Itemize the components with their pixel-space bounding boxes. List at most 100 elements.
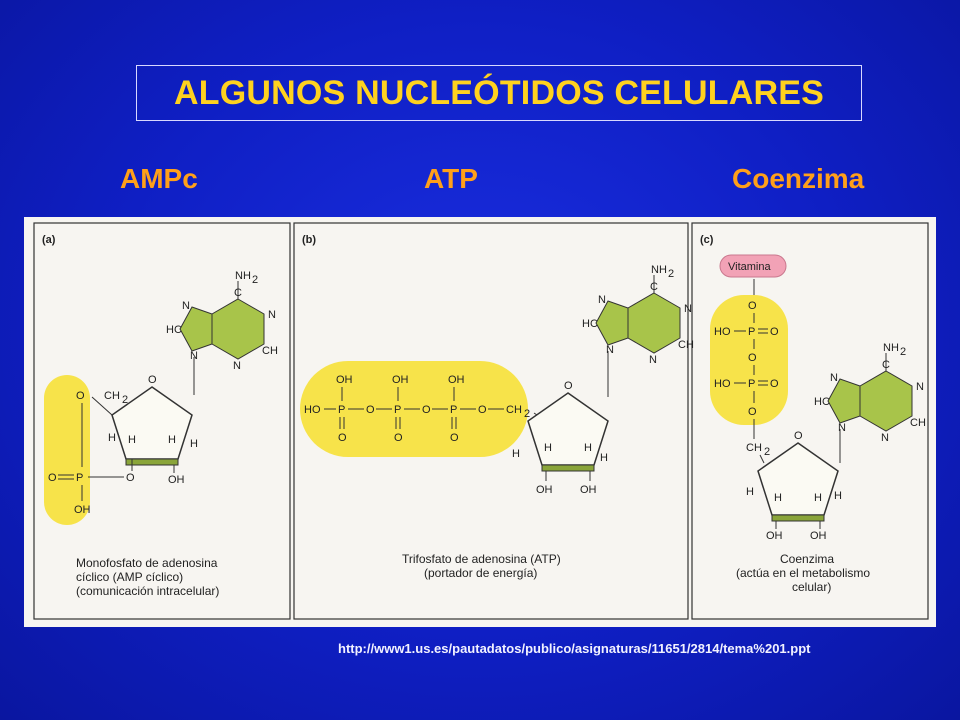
caption-a-line-3: (comunicación intracelular) [76,584,219,598]
svg-text:O: O [478,404,487,416]
svg-text:H: H [544,442,552,454]
svg-text:OH: OH [392,374,409,386]
svg-text:H: H [128,434,136,446]
svg-text:O: O [148,374,157,386]
svg-text:N: N [684,303,692,315]
svg-text:OH: OH [580,484,597,496]
nucleotide-figure-svg: (a) NH 2 C N CH N N HC N O H H CH 2 O P … [33,222,929,620]
vitamin-tag [719,254,787,278]
caption-b-line-2: (portador de energía) [424,566,537,580]
svg-text:CH: CH [678,339,694,351]
svg-text:O: O [126,472,135,484]
svg-text:O: O [770,378,779,390]
svg-text:N: N [916,381,924,393]
svg-text:CH: CH [910,417,926,429]
svg-text:2: 2 [252,274,258,286]
svg-text:NH: NH [883,342,899,354]
svg-text:H: H [834,490,842,502]
ribose-ring-a: O H H [111,374,193,466]
svg-text:CH: CH [262,345,278,357]
svg-text:O: O [564,380,573,392]
svg-text:OH: OH [810,530,827,542]
panel-b-label: (b) [302,234,316,246]
svg-text:HC: HC [814,396,830,408]
panel-c-label: (c) [700,234,714,246]
svg-text:C: C [882,359,890,371]
svg-text:OH: OH [448,374,465,386]
panel-a-label: (a) [42,234,56,246]
vitamin-label: Vitamina [728,261,771,273]
svg-text:HO: HO [304,404,321,416]
svg-text:N: N [182,300,190,312]
heading-atp: ATP [424,163,478,194]
svg-text:OH: OH [336,374,353,386]
adenine-ring-a: NH 2 C N CH N N HC N [166,270,278,372]
svg-text:2: 2 [524,408,530,420]
phosphate-highlight-c [710,295,788,425]
svg-text:O: O [450,432,459,444]
svg-text:OH: OH [766,530,783,542]
ribose-ring-b: O H H [527,380,609,472]
svg-text:O: O [48,472,57,484]
svg-text:H: H [584,442,592,454]
svg-text:2: 2 [900,346,906,358]
svg-text:H: H [190,438,198,450]
caption-a-line-1: Monofosfato de adenosina [76,556,218,570]
phosphate-highlight-a [44,375,90,525]
svg-text:2: 2 [122,394,128,406]
svg-text:NH: NH [651,264,667,276]
svg-text:C: C [234,287,242,299]
svg-text:N: N [190,350,198,362]
svg-text:N: N [881,432,889,444]
phosphate-chain-b: P P P OH OH OH O O O O O O [336,374,504,444]
svg-text:OH: OH [168,474,185,486]
svg-text:P: P [748,378,755,390]
svg-text:P: P [394,404,401,416]
svg-text:2: 2 [668,268,674,280]
panel-b: (b) HO P P P OH OH OH O O O O [300,234,694,580]
svg-text:CH: CH [104,390,120,402]
panel-a: (a) NH 2 C N CH N N HC N O H H CH 2 O P … [42,234,278,598]
svg-text:H: H [600,452,608,464]
svg-text:O: O [394,432,403,444]
svg-text:H: H [168,434,176,446]
caption-c-line-1: Coenzima [780,552,834,566]
svg-text:P: P [76,472,83,484]
caption-a-line-2: cíclico (AMP cíclico) [76,570,183,584]
svg-text:H: H [814,492,822,504]
svg-text:O: O [748,300,757,312]
heading-ampc: AMPc [120,163,198,194]
svg-text:H: H [746,486,754,498]
svg-text:O: O [422,404,431,416]
svg-text:N: N [268,309,276,321]
svg-text:N: N [649,354,657,366]
svg-text:P: P [450,404,457,416]
slide-title: ALGUNOS NUCLEÓTIDOS CELULARES [174,73,824,112]
nucleotide-figure: (a) NH 2 C N CH N N HC N O H H CH 2 O P … [24,217,936,627]
svg-text:OH: OH [74,504,91,516]
svg-text:O: O [366,404,375,416]
svg-text:CH: CH [506,404,522,416]
svg-text:O: O [76,390,85,402]
svg-text:O: O [338,432,347,444]
svg-text:H: H [512,448,520,460]
svg-text:O: O [748,406,757,418]
title-box: ALGUNOS NUCLEÓTIDOS CELULARES [136,65,862,121]
svg-text:O: O [770,326,779,338]
source-url[interactable]: http://www1.us.es/pautadatos/publico/asi… [338,641,811,656]
svg-text:O: O [794,430,803,442]
svg-text:N: N [598,294,606,306]
svg-text:N: N [830,372,838,384]
panel-frames [33,222,929,620]
adenine-ring-c: NH 2 C N CH N N HC N [814,342,926,444]
svg-text:P: P [338,404,345,416]
heading-coenzima: Coenzima [732,163,865,194]
caption-c-line-2: (actúa en el metabolismo [736,566,870,580]
svg-text:H: H [108,432,116,444]
ribose-ring-c: O H H [757,430,839,522]
svg-text:CH: CH [746,442,762,454]
svg-text:2: 2 [764,446,770,458]
adenine-ring-b: NH 2 C N CH N N HC N [582,264,694,366]
svg-text:HC: HC [582,318,598,330]
svg-text:HO: HO [714,378,731,390]
